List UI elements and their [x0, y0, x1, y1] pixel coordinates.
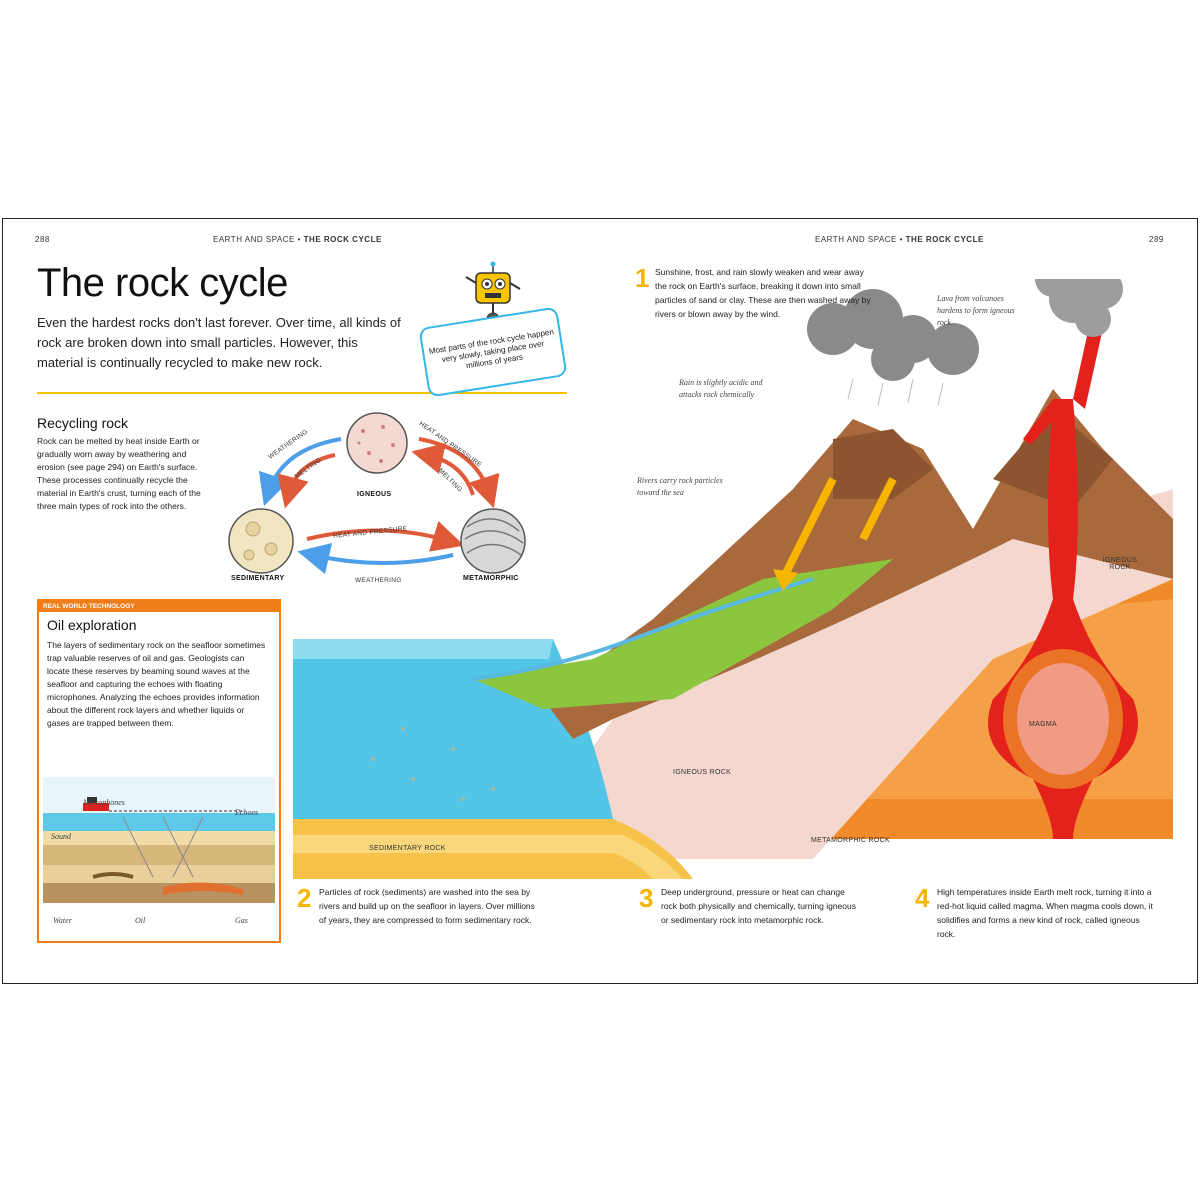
- igneous-rock-right-label: IGNEOUS ROCK: [1102, 557, 1138, 571]
- lava-annotation: Lava from volcanoes hardens to form igne…: [937, 294, 1015, 327]
- oil-heading: Oil exploration: [47, 617, 137, 633]
- step-4-text: High temperatures inside Earth melt rock…: [937, 887, 1153, 939]
- weathering-bottom-label: WEATHERING: [355, 577, 402, 584]
- sedimentary-label: SEDIMENTARY: [231, 575, 285, 582]
- intro-text: Even the hardest rocks don't last foreve…: [37, 315, 401, 370]
- oil-exploration-box: REAL WORLD TECHNOLOGY Oil exploration Th…: [37, 599, 281, 943]
- left-running-header: EARTH AND SPACE • THE ROCK CYCLE: [213, 235, 382, 244]
- sound-label: Sound: [51, 832, 71, 841]
- oil-exploration-illustration: [43, 777, 275, 927]
- rivers-annotation: Rivers carry rock particles toward the s…: [637, 476, 723, 497]
- step-3-number: 3: [639, 883, 654, 913]
- step-1-text: Sunshine, frost, and rain slowly weaken …: [655, 267, 871, 319]
- page-title: The rock cycle: [37, 261, 288, 305]
- book-spread: 288 EARTH AND SPACE • THE ROCK CYCLE EAR…: [2, 218, 1198, 984]
- rock-cycle-landscape-illustration: [293, 279, 1173, 879]
- igneous-label: IGNEOUS: [357, 491, 392, 498]
- igneous-rock-icon: [346, 412, 408, 474]
- step-1-number: 1: [635, 263, 650, 293]
- step-4-number: 4: [915, 883, 930, 913]
- right-running-header: EARTH AND SPACE • THE ROCK CYCLE: [815, 235, 984, 244]
- left-topic-label: THE ROCK CYCLE: [303, 235, 382, 244]
- right-section-label: EARTH AND SPACE: [815, 235, 897, 244]
- metamorphic-label: METAMORPHIC: [463, 575, 519, 582]
- step-2-number: 2: [297, 883, 312, 913]
- sedimentary-rock-icon: [228, 508, 294, 574]
- echoes-label: Echoes: [235, 808, 259, 817]
- right-page-number: 289: [1149, 235, 1164, 244]
- step-2-text: Particles of rock (sediments) are washed…: [319, 887, 535, 925]
- sedimentary-rock-label: SEDIMENTARY ROCK: [369, 845, 446, 852]
- oil-label: Oil: [135, 916, 146, 925]
- recycling-heading: Recycling rock: [37, 415, 129, 431]
- rain-annotation: Rain is slightly acidic and attacks rock…: [679, 378, 763, 399]
- right-topic-label: THE ROCK CYCLE: [905, 235, 984, 244]
- metamorphic-rock-icon: [460, 508, 526, 574]
- title-divider: [37, 392, 567, 394]
- rock-cycle-diagram: [228, 412, 526, 575]
- right-separator: •: [899, 235, 903, 244]
- water-label: Water: [53, 916, 72, 925]
- metamorphic-rock-label: METAMORPHIC ROCK: [811, 837, 890, 844]
- igneous-rock-label: IGNEOUS ROCK: [673, 769, 732, 776]
- microphones-label: Microphones: [83, 798, 125, 807]
- magma-label: MAGMA: [1029, 721, 1057, 728]
- box-tag: REAL WORLD TECHNOLOGY: [39, 601, 279, 612]
- gas-label: Gas: [235, 916, 248, 925]
- oil-body: The layers of sedimentary rock on the se…: [47, 640, 266, 728]
- left-page-number: 288: [35, 235, 50, 244]
- left-separator: •: [297, 235, 301, 244]
- left-section-label: EARTH AND SPACE: [213, 235, 295, 244]
- recycling-body: Rock can be melted by heat inside Earth …: [37, 436, 201, 511]
- step-3-text: Deep underground, pressure or heat can c…: [661, 887, 856, 925]
